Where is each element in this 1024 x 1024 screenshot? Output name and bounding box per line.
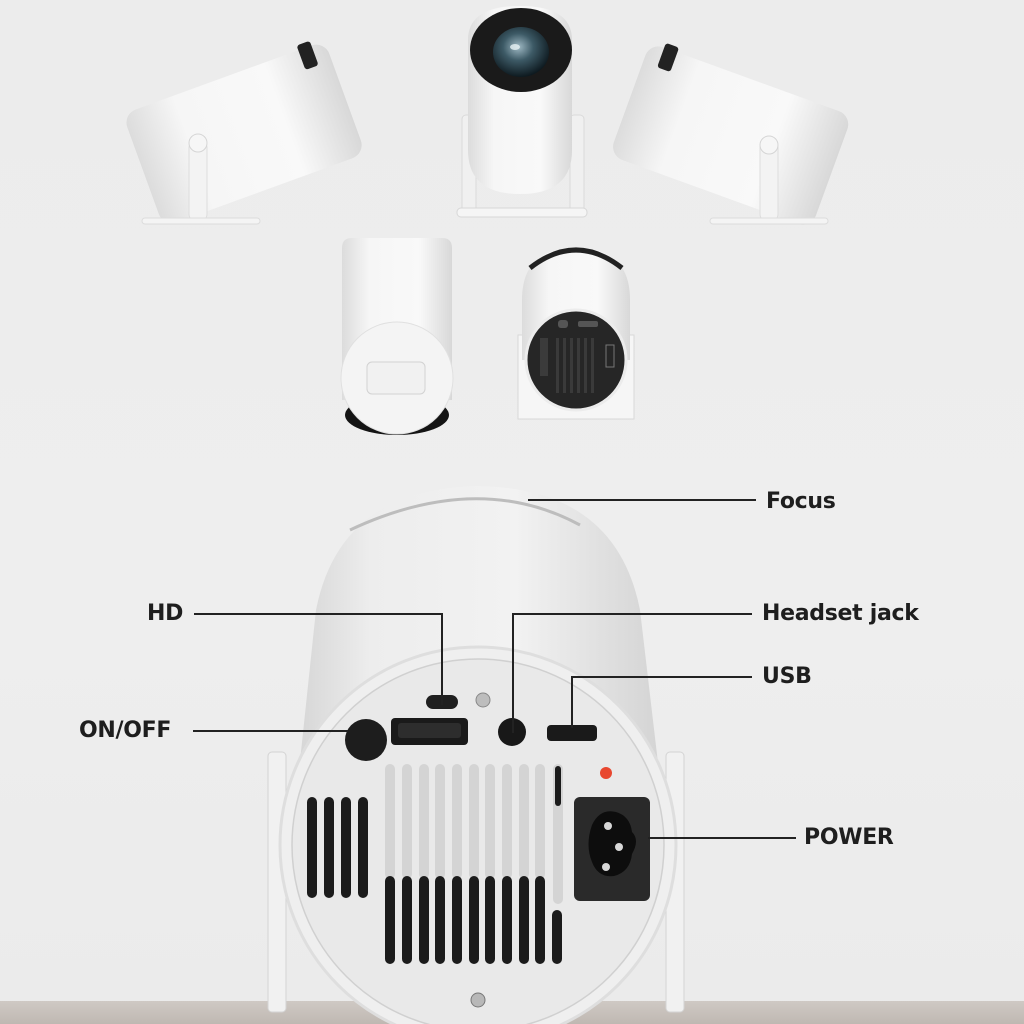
leader-power xyxy=(648,837,796,839)
view-tilted-left xyxy=(126,41,362,225)
view-tilted-right xyxy=(613,43,849,225)
view-top xyxy=(340,238,454,435)
callout-power: POWER xyxy=(804,825,894,850)
callout-headset-jack: Headset jack xyxy=(762,601,919,626)
callout-on-off: ON/OFF xyxy=(79,718,172,743)
leader-hd-h xyxy=(194,613,442,615)
leader-focus xyxy=(528,499,756,501)
view-front-lens xyxy=(456,6,588,218)
callout-hd: HD xyxy=(147,601,184,626)
on-off-button xyxy=(345,719,387,761)
leader-hd-v xyxy=(441,613,443,705)
leader-usb-h xyxy=(571,676,752,678)
leader-headset-v xyxy=(512,613,514,733)
view-rear-main xyxy=(267,486,685,1024)
callout-focus: Focus xyxy=(766,489,836,514)
view-rear-small xyxy=(517,247,635,420)
leader-headset-h xyxy=(512,613,752,615)
callout-usb: USB xyxy=(762,664,812,689)
leader-on-off xyxy=(193,730,348,732)
leader-usb-v xyxy=(571,676,573,728)
